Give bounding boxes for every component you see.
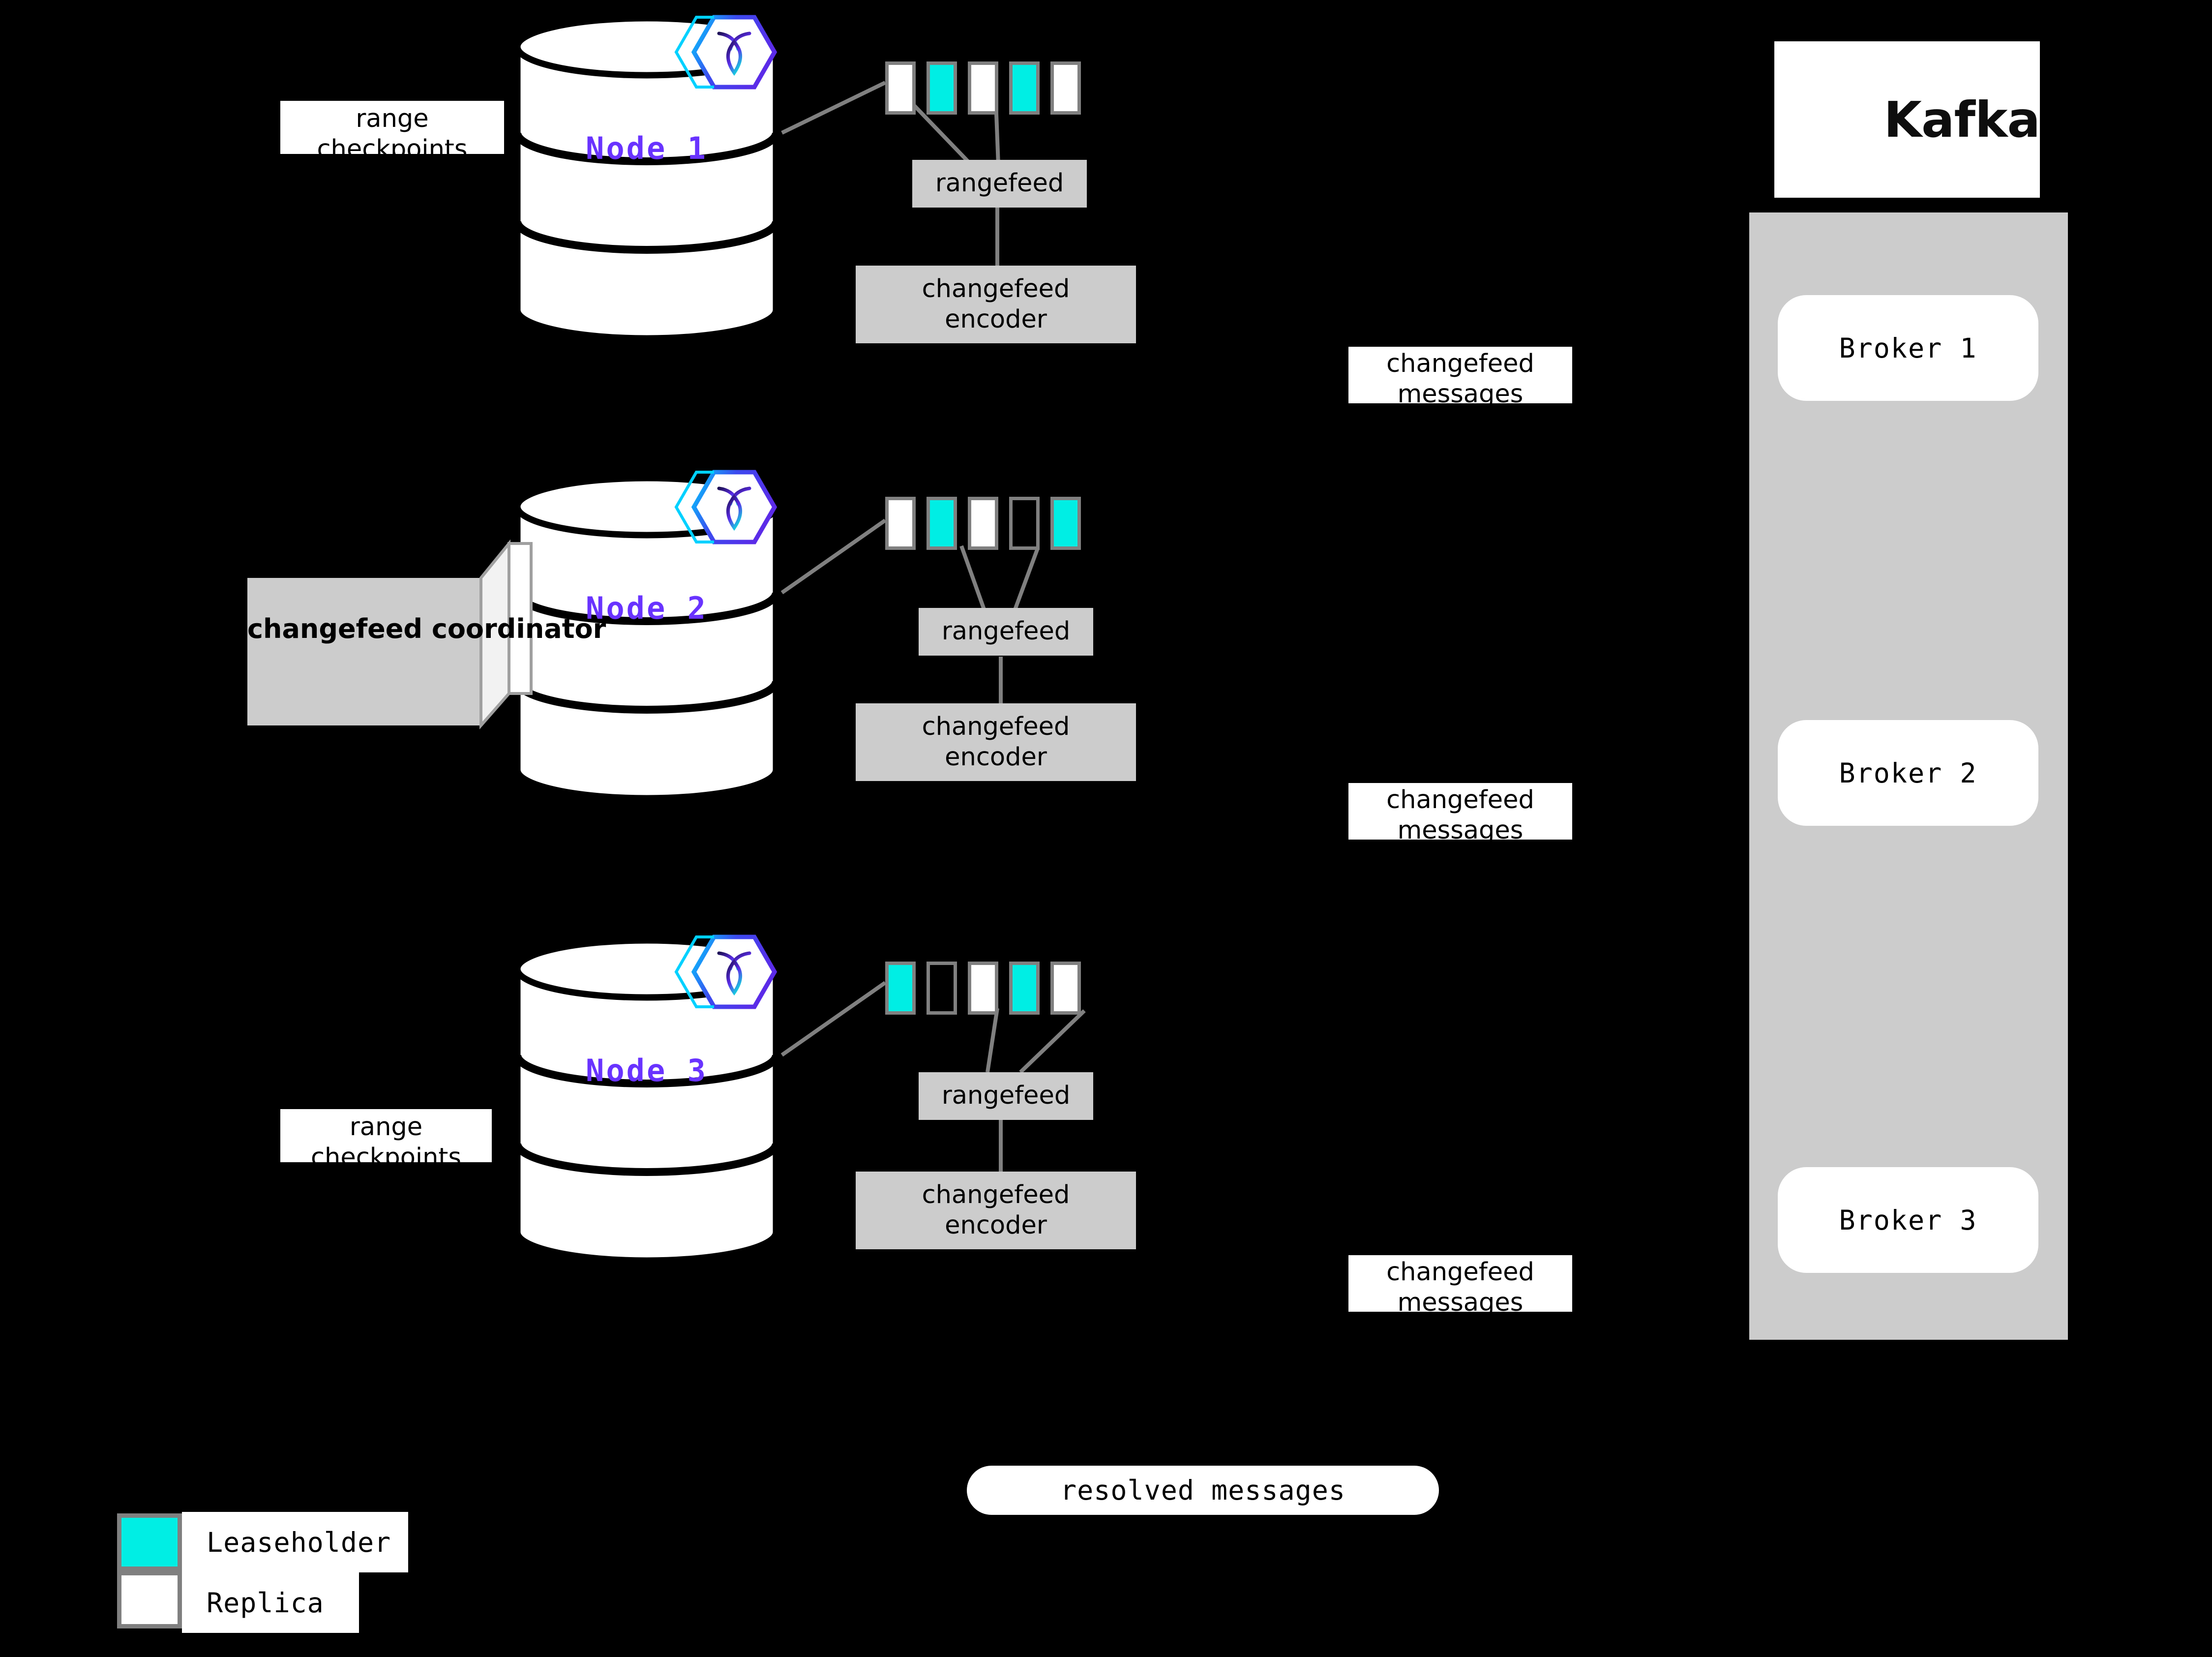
node-2-changefeed-encoder-box[interactable]: changefeed encoder — [856, 703, 1136, 781]
broker-box-1[interactable]: Broker 1 — [1778, 295, 2038, 401]
encoder-line-2: encoder — [945, 1211, 1047, 1240]
changefeed-messages-line-1: changefeed — [1386, 349, 1534, 378]
cockroachdb-hex-icon-node-2 — [674, 470, 777, 544]
node-3-replica-row — [885, 962, 1081, 1015]
empty-range-box[interactable] — [927, 962, 957, 1015]
replica-box[interactable] — [968, 61, 998, 115]
encoder-line-2: encoder — [945, 305, 1047, 334]
encoder-line-2: encoder — [945, 743, 1047, 772]
checkpoints-line-1: range — [349, 1113, 423, 1142]
leaseholder-box[interactable] — [1009, 962, 1040, 1015]
node-1-changefeed-encoder-box[interactable]: changefeed encoder — [856, 266, 1136, 343]
resolved-messages-pill[interactable]: resolved messages — [967, 1466, 1439, 1515]
changefeed-messages-line-1: changefeed — [1386, 785, 1534, 814]
legend-swatch-replica — [117, 1571, 182, 1628]
changefeed-messages-label-1: changefeed messages — [1348, 347, 1572, 409]
node-1-range-checkpoints-label: range checkpoints — [280, 101, 504, 164]
legend-label-leaseholder: Leaseholder — [182, 1512, 408, 1572]
checkpoints-line-2: checkpoints — [311, 1143, 461, 1173]
changefeed-messages-line-2: messages — [1397, 816, 1524, 845]
broker-box-3[interactable]: Broker 3 — [1778, 1167, 2038, 1273]
coordinator-line-1: changefeed — [247, 613, 423, 644]
kafka-wordmark: Kafka — [1883, 90, 2040, 149]
node-3-changefeed-encoder-box[interactable]: changefeed encoder — [856, 1172, 1136, 1249]
leaseholder-box[interactable] — [927, 497, 957, 550]
checkpoints-line-2: checkpoints — [317, 135, 468, 164]
cockroachdb-hex-icon-node-1 — [674, 15, 777, 90]
broker-box-2[interactable]: Broker 2 — [1778, 720, 2038, 826]
leaseholder-box[interactable] — [1050, 497, 1081, 550]
encoder-line-1: changefeed — [922, 274, 1070, 303]
changefeed-messages-label-3: changefeed messages — [1348, 1255, 1572, 1317]
replica-box[interactable] — [1050, 61, 1081, 115]
cockroachdb-hex-icon-node-3 — [674, 934, 777, 1009]
kafka-logo-box: Kafka — [1774, 41, 2040, 198]
legend-label-replica: Replica — [182, 1572, 359, 1633]
node-2-rangefeed-box[interactable]: rangefeed — [919, 608, 1093, 656]
node-3-rangefeed-box[interactable]: rangefeed — [919, 1072, 1093, 1120]
changefeed-messages-line-2: messages — [1397, 1288, 1524, 1318]
coordinator-line-2: coordinator — [431, 613, 606, 644]
replica-box[interactable] — [1050, 962, 1081, 1015]
checkpoints-line-1: range — [356, 104, 429, 133]
node-1-cylinder — [513, 15, 780, 342]
kafka-inbound-arrowhead — [2068, 326, 2099, 353]
legend-swatch-leaseholder — [117, 1513, 182, 1571]
empty-range-box[interactable] — [1009, 497, 1040, 550]
encoder-line-1: changefeed — [922, 1180, 1070, 1209]
encoder-line-1: changefeed — [922, 712, 1070, 741]
leaseholder-box[interactable] — [1009, 61, 1040, 115]
node-2-label: Node 2 — [586, 590, 708, 626]
changefeed-messages-label-2: changefeed messages — [1348, 783, 1572, 845]
node-1-replica-row — [885, 61, 1081, 115]
changefeed-messages-line-2: messages — [1397, 380, 1524, 409]
leaseholder-box[interactable] — [885, 962, 916, 1015]
node-1-label: Node 1 — [586, 130, 708, 166]
node-1-rangefeed-box[interactable]: rangefeed — [912, 160, 1087, 208]
node-3-label: Node 3 — [586, 1053, 708, 1088]
node-2-replica-row — [885, 497, 1081, 550]
replica-box[interactable] — [968, 962, 998, 1015]
leaseholder-box[interactable] — [927, 61, 957, 115]
replica-box[interactable] — [968, 497, 998, 550]
changefeed-messages-line-1: changefeed — [1386, 1258, 1534, 1287]
replica-box[interactable] — [885, 61, 916, 115]
replica-box[interactable] — [885, 497, 916, 550]
node-3-cylinder — [513, 937, 780, 1264]
node-3-range-checkpoints-label: range checkpoints — [280, 1109, 492, 1172]
changefeed-coordinator-label[interactable]: changefeed coordinator — [247, 612, 606, 646]
